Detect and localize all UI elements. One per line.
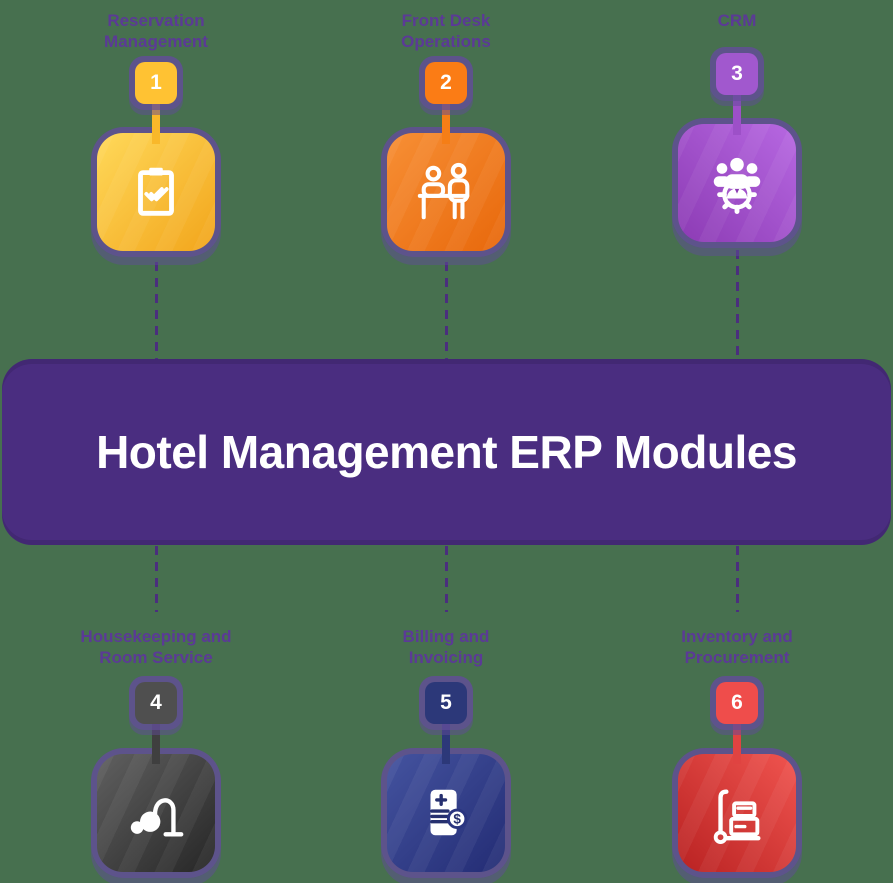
module-label-line: Housekeeping and (80, 627, 232, 646)
module-front-desk-operations: Front Desk Operations 2 (336, 8, 556, 278)
module-number-badge: 1 (129, 56, 183, 110)
module-number-badge: 6 (710, 676, 764, 730)
module-label-line: Inventory and (681, 627, 793, 646)
badge-stem (152, 98, 160, 144)
module-icon-box (381, 127, 511, 257)
module-label: Housekeeping and Room Service (46, 626, 266, 668)
invoice-dollar-icon: $ (430, 789, 468, 836)
badge-stem (442, 98, 450, 144)
module-label: Billing and Invoicing (336, 626, 556, 668)
module-label-line: Invoicing (408, 648, 484, 667)
clipboard-check-icon (138, 167, 174, 216)
module-label-line: Operations (401, 32, 491, 51)
svg-text:$: $ (453, 812, 461, 827)
connector-dash-top-1 (154, 262, 158, 362)
module-number-badge: 3 (710, 47, 764, 101)
module-label: CRM (627, 10, 847, 52)
module-icon-box (91, 748, 221, 878)
connector-dash-top-3 (735, 250, 739, 362)
module-label-line: Management (104, 32, 208, 51)
module-label-line: Procurement (684, 648, 790, 667)
badge-stem (442, 718, 450, 764)
module-icon-box (672, 118, 802, 248)
module-number: 5 (440, 691, 452, 714)
module-label-line: Reservation (107, 11, 205, 30)
connector-dash-bottom-6 (735, 546, 739, 612)
module-label-line: Room Service (99, 648, 213, 667)
module-label: Inventory and Procurement (627, 626, 847, 668)
front-desk-people-icon (417, 162, 470, 220)
module-label-line: CRM (717, 11, 757, 30)
connector-dash-bottom-5 (444, 546, 448, 612)
crm-people-gear-icon (713, 157, 761, 214)
module-label-line: Front Desk (401, 11, 491, 30)
banner: Hotel Management ERP Modules (2, 359, 891, 545)
module-number-badge: 4 (129, 676, 183, 730)
hand-truck-icon (713, 789, 761, 844)
connector-dash-bottom-4 (154, 546, 158, 612)
module-label: Front Desk Operations (336, 10, 556, 52)
module-number-badge: 2 (419, 56, 473, 110)
module-number: 4 (150, 691, 162, 714)
module-icon-box (91, 127, 221, 257)
connector-dash-top-2 (444, 262, 448, 362)
module-reservation-management: Reservation Management 1 (46, 8, 266, 278)
module-icon-box: $ (381, 748, 511, 878)
badge-stem (152, 718, 160, 764)
module-number: 3 (731, 62, 743, 85)
module-housekeeping-room-service: Housekeeping and Room Service 4 (46, 620, 266, 883)
module-label-line: Billing and (402, 627, 490, 646)
module-number: 1 (150, 71, 162, 94)
module-label: Reservation Management (46, 10, 266, 52)
module-crm: CRM 3 (627, 8, 847, 278)
module-number: 2 (440, 71, 452, 94)
badge-stem (733, 89, 741, 135)
page-title: Hotel Management ERP Modules (96, 426, 797, 478)
module-inventory-procurement: Inventory and Procurement 6 (627, 620, 847, 883)
module-number-badge: 5 (419, 676, 473, 730)
module-number: 6 (731, 691, 743, 714)
vacuum-cleaner-icon (130, 798, 184, 837)
module-icon-box (672, 748, 802, 878)
module-billing-invoicing: Billing and Invoicing 5 $ (336, 620, 556, 883)
badge-stem (733, 718, 741, 764)
